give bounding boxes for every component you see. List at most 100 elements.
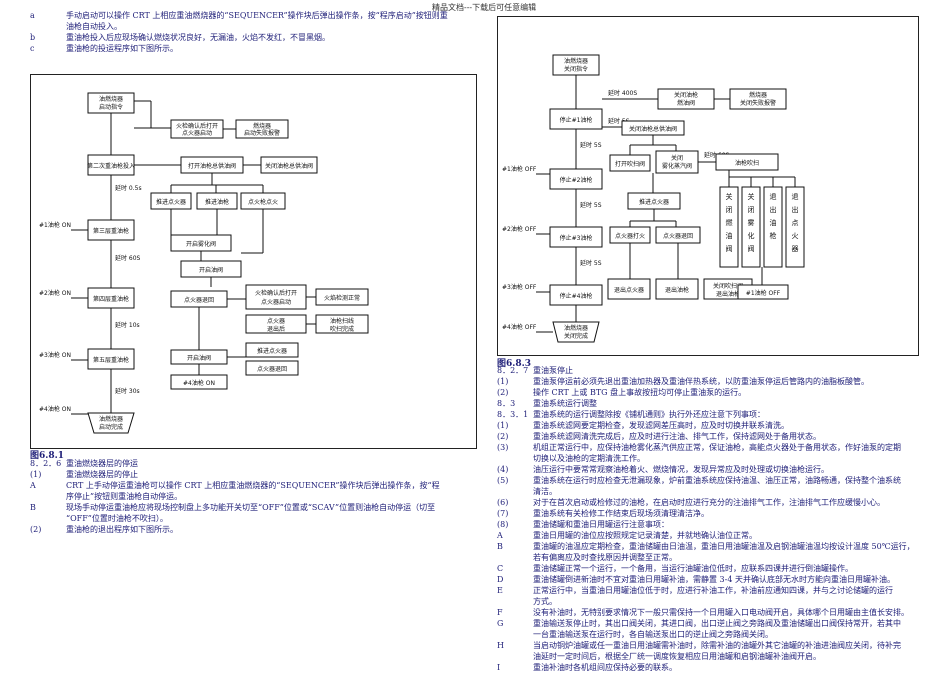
fc3-col1-char: 关 (726, 192, 733, 201)
fc1-end (87, 412, 135, 434)
right-marker: (4) (497, 465, 509, 474)
fc1-note-gun1: #1油枪 ON (39, 221, 71, 229)
fc3-box-r3-l2: 雾化蒸汽阀 (662, 162, 692, 170)
fc1-box-lower4-label: #4油枪 ON (183, 379, 215, 387)
right-line: (6) 对于在首次启动或检修过的油枪，在启动时应进行充分的注油排气工作，注油排气工… (497, 497, 937, 508)
fc3-col2-char: 雾 (748, 219, 755, 227)
right-line: 若有偏离应及时查找原因并调整至正常。 (497, 552, 937, 563)
fc3-box-r8-label: 退出点火器 (614, 286, 644, 294)
right-text: 重油储罐倒进新油时不宜对重油日用罐补油，需静置 3-4 天并确认底部无水时方能向… (533, 575, 895, 584)
right-text: 操作 CRT 上或 BTG 盘上事故按扭均可停止重油泵的运行。 (533, 388, 747, 397)
fc3-col1-char: 闭 (726, 206, 733, 214)
fc3-col3-char: 退 (770, 192, 777, 201)
right-line: (2) 操作 CRT 上或 BTG 盘上事故按扭均可停止重油泵的运行。 (497, 387, 937, 398)
left-bottom-marker: (2) (30, 525, 42, 534)
right-text: 重油日用罐的油位应按照规定记录清楚，并就地确认油位正常。 (533, 531, 757, 540)
right-marker: (2) (497, 432, 509, 441)
right-line: (3)机组正常运行中，应保持油枪雾化蒸汽供应正常，保证油枪，高能点火器处于备用状… (497, 442, 937, 453)
fc1-feedback-1-l1: 火检确认后打开 (176, 122, 218, 130)
right-text: 重油输送泵停止时，其出口阀关闭，其进口阀，出口逆止阀之旁路阀及重油储罐出口阀保持… (533, 619, 901, 628)
fc1-ign2-label: 推进油枪 (205, 198, 229, 206)
left-bottom-marker: 8．2．6 (30, 459, 62, 468)
fc1-note-delay3: 延时 10s (115, 321, 140, 329)
left-bottom-text: 序停止”按钮则重油枪自动停运。 (66, 492, 183, 501)
left-bottom-text: 重油燃烧器层的停运 (66, 459, 138, 468)
left-bottom-text: 重油燃烧器层的停止 (66, 470, 138, 479)
left-bottom-line: 序停止”按钮则重油枪自动停运。 (30, 491, 470, 502)
fc1-note-gun3: #3油枪 ON (39, 351, 71, 359)
right-line: 方式。 (497, 596, 937, 607)
right-line: 一台重油输送泵在运行时，各自输送泵出口的逆止阀之旁路阀关闭。 (497, 629, 937, 640)
fc3-start-l2: 关闭指令 (564, 65, 588, 73)
fc3-start-l1: 油燃烧器 (564, 57, 588, 65)
left-bottom-text: “OFF”位置时油枪不吹扫）。 (66, 514, 168, 523)
fc3-close-main-label: 关闭油枪总供油阀 (629, 125, 677, 133)
fc3-box-r4-label: 油枪吹扫 (735, 159, 759, 167)
right-line: 清洁。 (497, 486, 937, 497)
fc3-alarm (729, 88, 787, 110)
fc3-col4-char: 点 (792, 219, 799, 227)
left-bottom-text: CRT 上手动停运重油枪可以操作 CRT 上相应重油燃烧器的“SEQUENCER… (66, 481, 440, 490)
left-top-marker: c (30, 44, 35, 53)
right-marker: (7) (497, 509, 509, 518)
fc3-note-5s: 延时 5S (608, 117, 630, 125)
left-top-marker: a (30, 11, 35, 20)
fc1-fire-ok-label: 火焰检测正常 (324, 294, 360, 302)
right-line: (1)重油系统滤网要定期检查，发现滤网差压高时，应及时切换并联系清洗。 (497, 420, 937, 431)
right-text: 清洁。 (533, 487, 557, 496)
fc3-box-r10-l2: 退出油枪 (716, 290, 740, 298)
fc1-box5-label: 第五层重油枪 (93, 356, 129, 364)
right-text: 重油系统的运行调整除按《铺机通则》执行外还应注意下列事项： (533, 410, 765, 419)
fc3-col4-char: 火 (792, 232, 799, 240)
fc3-done-l1: 油燃烧器 (564, 324, 588, 332)
left-top-text: 重油枪的投运程序如下图所示。 (66, 44, 178, 53)
fc1-start-l1: 油燃烧器 (99, 95, 123, 103)
fc3-stop2-label: 停止#2油枪 (560, 176, 593, 184)
fc1-note-gun4: #4油枪 ON (39, 405, 71, 413)
fc3-box-r8 (607, 278, 651, 300)
right-text: 油延时一定时间后，根据全厂统一调度恢复相应日用油罐和启钢油罐补油阀开启。 (533, 652, 821, 661)
fc3-note-400: 延时 400S (608, 89, 637, 97)
fc3-col3-char: 油 (770, 218, 777, 227)
right-text: 方式。 (533, 597, 557, 606)
fc1-note-delay1: 延时 0.5s (115, 184, 142, 192)
right-marker: (2) (497, 388, 509, 397)
right-marker: 8．3 (497, 399, 516, 408)
fc1-box-stop2-l2: 吹扫完成 (330, 325, 354, 333)
right-text: 正常运行中，当重油日用罐油位低于时，应进行补油工作，补油前应通知四课，并与之讨论… (533, 586, 893, 595)
fc3-box-r2-label: 打开吹扫阀 (615, 160, 645, 168)
fc3-done (552, 321, 600, 343)
fc1-wait2-label: 开启油阀 (199, 266, 223, 274)
fc1-box-lower4 (170, 374, 228, 390)
right-text: 油压运行中要常常观察油枪着火、燃烧情况，发现异常应及时处理或切换油枪运行。 (533, 465, 829, 474)
fc3-stop1-label: 停止#1油枪 (560, 116, 593, 124)
fc3-delay2: 延时 5S (580, 201, 602, 209)
fc1-box-lower2-label: 推进点火器 (257, 347, 287, 355)
left-top-text: 重油枪投入后应现场确认燃烧状况良好，无漏油，火焰不发红，不冒黑烟。 (66, 33, 330, 42)
fc1-shutoff (260, 156, 318, 174)
right-marker: (6) (497, 498, 509, 507)
right-marker: 8．2．7 (497, 366, 529, 375)
fc3-alarm-l2: 关闭失败报警 (740, 99, 776, 107)
fc3-box-r4 (715, 153, 779, 171)
fc1-box-stop1-l2: 退出后 (267, 325, 285, 333)
fc3-col4-char: 器 (792, 245, 799, 253)
right-line: B 重油罐的油温应定期检查，重油储罐由日油温，重油日用油罐油温及启钢油罐油温均按设… (497, 541, 937, 552)
fc1-feedback-2 (235, 119, 289, 139)
right-text: 对于在首次启动或检修过的油枪，在启动时应进行充分的注油排气工作，注油排气工作应缓… (533, 498, 885, 507)
left-bottom-marker: B (30, 503, 36, 512)
right-text: 重油罐的油温应定期检查，重油储罐由日油温，重油日用油罐油温及启钢油罐油温均按设计… (533, 542, 915, 551)
right-marker: B (497, 542, 503, 551)
